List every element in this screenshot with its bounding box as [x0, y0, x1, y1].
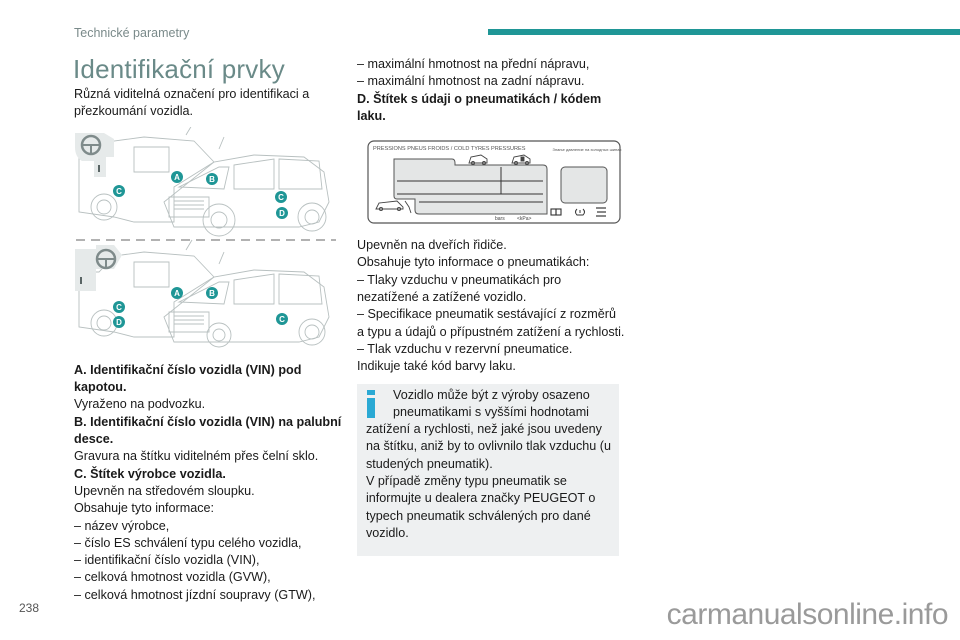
- location-marker-label: D: [279, 209, 285, 218]
- body-text: – Tlaky vzduchu v pneumatikách pro nezat…: [357, 272, 562, 305]
- units-kpa: <kPa>: [517, 216, 532, 222]
- tyre-label-illustration: PRESSIONS PNEUS FROIDS / COLD TYRES PRES…: [367, 140, 622, 224]
- body-text: – Tlak vzduchu v rezervní pneumatice.: [357, 341, 573, 356]
- info-note-box: Vozidlo může být z výroby osazeno pneuma…: [357, 383, 619, 557]
- info-note-line1: Vozidlo může být z výroby osazeno pneuma…: [393, 387, 590, 419]
- body-text: Obsahuje tyto informace o pneumatikách:: [357, 255, 590, 270]
- info-note-line2: zatížení a rychlosti, než jaké jsou uved…: [366, 422, 612, 471]
- location-marker-label: C: [278, 193, 284, 202]
- section-heading: C. Štítek výrobce vozidla.: [74, 466, 226, 481]
- location-marker: [171, 170, 183, 183]
- body-text: – maximální hmotnost na přední nápravu,: [357, 57, 590, 71]
- location-marker-label: B: [209, 289, 215, 298]
- location-marker-label: C: [116, 187, 122, 196]
- page-number: 238: [19, 601, 40, 615]
- body-text: – identifikační číslo vozidla (VIN),: [74, 553, 260, 568]
- tyre-warning-icon: [575, 208, 585, 216]
- location-marker: [275, 190, 287, 203]
- info-icon: [367, 389, 375, 420]
- car-icon: [468, 154, 488, 166]
- location-marker: [113, 315, 125, 328]
- body-text: Obsahuje tyto informace:: [74, 501, 215, 516]
- body-text: Gravura na štítku viditelném přes čelní …: [74, 449, 319, 464]
- units-bars: bars: [495, 216, 505, 222]
- location-marker: [113, 300, 125, 313]
- body-text: – maximální hmotnost na zadní nápravu.: [357, 74, 585, 89]
- location-marker-label: B: [209, 175, 215, 184]
- header-section-title: Technické parametry: [74, 26, 190, 40]
- info-note-line3: V případě změny typu pneumatik se inform…: [366, 474, 596, 540]
- left-column: Různá viditelná označení pro identifikac…: [74, 86, 349, 604]
- section-heading: A. Identifikační číslo vozidla (VIN) pod…: [74, 362, 302, 395]
- tyre-pressure-label-figure: PRESSIONS PNEUS FROIDS / COLD TYRES PRES…: [367, 139, 625, 225]
- right-column: – maximální hmotnost na přední nápravu, –…: [357, 56, 625, 557]
- watermark[interactable]: carmanualsonline.info: [666, 598, 949, 631]
- location-marker-label: A: [174, 289, 180, 298]
- body-text: – Specifikace pneumatik sestávající z ro…: [357, 307, 625, 339]
- body-text: – název výrobce,: [74, 518, 170, 533]
- location-marker-label: D: [116, 318, 122, 327]
- location-marker-label: C: [116, 303, 122, 312]
- section-heading: D. Štítek s údaji o pneumatikách / kódem…: [357, 91, 602, 123]
- car-with-trailer-icon: [375, 200, 412, 214]
- steering-wheel-icon: [75, 244, 122, 291]
- header-accent-bar: [488, 29, 960, 35]
- location-marker: [206, 286, 218, 299]
- location-marker: [206, 172, 218, 185]
- body-text: – celková hmotnost vozidla (GVW),: [74, 570, 271, 585]
- location-marker: [276, 312, 288, 325]
- body-text: – celková hmotnost jízdní soupravy (GTW)…: [74, 587, 316, 602]
- tyre-label-title: PRESSIONS PNEUS FROIDS / COLD TYRES PRES…: [373, 146, 526, 152]
- section-heading: B. Identifikační číslo vozidla (VIN) na …: [74, 414, 342, 447]
- page-title: Identifikační prvky: [73, 54, 285, 84]
- body-text: Upevněn na dveřích řidiče.: [357, 238, 507, 253]
- body-text: Vyraženo na podvozku.: [74, 397, 206, 412]
- loaded-car-icon: [511, 154, 531, 166]
- location-marker: [113, 184, 125, 197]
- left-text-items: A. Identifikační číslo vozidla (VIN) pod…: [74, 362, 349, 604]
- body-text: Upevněn na středovém sloupku.: [74, 483, 255, 498]
- body-text: – číslo ES schválení typu celého vozidla…: [74, 535, 302, 550]
- right-bottom-items: Upevněn na dveřích řidiče. Obsahuje tyto …: [357, 237, 625, 375]
- body-text: Indikuje také kód barvy laku.: [357, 359, 516, 374]
- paint-code-block: [596, 207, 606, 218]
- manual-book-icon: [550, 208, 562, 216]
- location-marker-label: C: [279, 315, 285, 324]
- intro-text: Různá viditelná označení pro identifikac…: [74, 87, 310, 119]
- right-top-items: – maximální hmotnost na přední nápravu, –…: [357, 56, 625, 125]
- location-marker: [276, 206, 288, 219]
- steering-wheel-icon: [75, 132, 114, 177]
- location-marker-label: A: [174, 173, 180, 182]
- tyre-label-cyrillic: Знање давление на холодных шинах: [553, 147, 622, 152]
- location-marker: [171, 286, 183, 299]
